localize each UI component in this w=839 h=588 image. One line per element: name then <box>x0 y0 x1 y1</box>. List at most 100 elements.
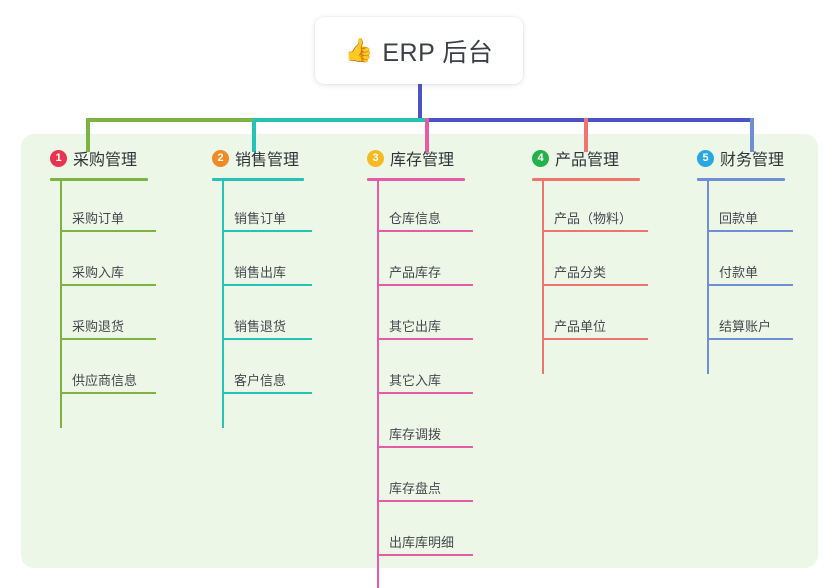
leaf-node-label: 仓库信息 <box>389 211 442 226</box>
drop-line-3 <box>425 118 429 152</box>
bus-segment-3 <box>425 118 753 122</box>
leaf-node-rule <box>707 284 793 286</box>
leaf-node-label: 产品（物料） <box>554 211 633 226</box>
branch-number-badge: 1 <box>50 149 67 167</box>
branch-title: 财务管理 <box>720 152 785 169</box>
leaf-node-label: 付款单 <box>719 265 759 280</box>
leaf-node-rule <box>377 284 473 286</box>
leaf-node[interactable]: 采购入库 <box>60 254 156 286</box>
branch-title: 库存管理 <box>390 152 455 169</box>
leaf-node[interactable]: 出库库明细 <box>377 524 473 556</box>
branch-header-4[interactable]: 4 产品管理 <box>530 146 619 170</box>
branch-header-rule <box>212 178 304 181</box>
leaf-node[interactable]: 产品库存 <box>377 254 473 286</box>
leaf-node[interactable]: 销售出库 <box>222 254 312 286</box>
bus-segment-2 <box>252 118 428 122</box>
leaf-node-rule <box>707 230 793 232</box>
leaf-node-label: 出库库明细 <box>389 535 455 550</box>
branch-number-badge: 3 <box>367 149 384 167</box>
leaf-node-rule <box>377 338 473 340</box>
leaf-node-label: 其它入库 <box>389 373 442 388</box>
leaf-node[interactable]: 供应商信息 <box>60 362 156 394</box>
branch-header-rule <box>50 178 148 181</box>
branch-column-2: 2 销售管理销售订单销售出库销售退货客户信息 <box>210 146 312 428</box>
leaf-node-label: 销售出库 <box>234 265 287 280</box>
leaf-node[interactable]: 客户信息 <box>222 362 312 394</box>
branch-header-rule <box>367 178 465 181</box>
leaf-node-rule <box>60 392 156 394</box>
leaf-node[interactable]: 产品单位 <box>542 308 648 340</box>
branch-number-badge: 5 <box>697 149 714 167</box>
leaf-node-label: 采购退货 <box>72 319 125 334</box>
leaf-node-label: 库存盘点 <box>389 481 442 496</box>
branch-header-1[interactable]: 1 采购管理 <box>48 146 137 170</box>
leaf-node-label: 回款单 <box>719 211 759 226</box>
leaf-node[interactable]: 采购退货 <box>60 308 156 340</box>
leaf-node-label: 销售订单 <box>234 211 287 226</box>
branch-number-badge: 4 <box>532 149 549 167</box>
leaf-node[interactable]: 产品分类 <box>542 254 648 286</box>
root-trunk-line <box>418 84 422 121</box>
leaf-node-label: 供应商信息 <box>72 373 138 388</box>
leaf-node-rule <box>222 230 312 232</box>
leaf-node[interactable]: 产品（物料） <box>542 200 648 232</box>
leaf-node[interactable]: 销售退货 <box>222 308 312 340</box>
leaf-node[interactable]: 结算账户 <box>707 308 793 340</box>
drop-line-4 <box>584 118 588 152</box>
leaf-node-label: 客户信息 <box>234 373 287 388</box>
leaf-node[interactable]: 付款单 <box>707 254 793 286</box>
drop-line-1 <box>86 118 90 152</box>
branch-header-rule <box>697 178 785 181</box>
branch-spine <box>377 180 379 588</box>
leaf-node-rule <box>60 338 156 340</box>
branch-title: 销售管理 <box>235 152 300 169</box>
leaf-node-label: 采购入库 <box>72 265 125 280</box>
leaf-node-rule <box>222 284 312 286</box>
leaf-node-rule <box>222 392 312 394</box>
leaf-node[interactable]: 仓库信息 <box>377 200 473 232</box>
leaf-node[interactable]: 库存盘点 <box>377 470 473 502</box>
leaf-node-label: 结算账户 <box>719 319 772 334</box>
leaf-node-label: 产品分类 <box>554 265 607 280</box>
branch-spine <box>60 180 62 428</box>
branch-spine <box>707 180 709 374</box>
leaf-node-rule <box>377 446 473 448</box>
leaf-node-rule <box>542 230 648 232</box>
drop-line-2 <box>252 118 256 152</box>
branch-header-5[interactable]: 5 财务管理 <box>695 146 784 170</box>
leaf-node[interactable]: 回款单 <box>707 200 793 232</box>
branch-number-badge: 2 <box>212 149 229 167</box>
root-node-title: ERP 后台 <box>382 38 494 67</box>
drop-line-5 <box>750 118 754 152</box>
branch-header-rule <box>532 178 640 181</box>
branch-title: 产品管理 <box>555 152 620 169</box>
branch-title: 采购管理 <box>73 152 138 169</box>
leaf-node-label: 采购订单 <box>72 211 125 226</box>
leaf-node-rule <box>377 500 473 502</box>
leaf-node-rule <box>377 392 473 394</box>
leaf-node-label: 产品库存 <box>389 265 442 280</box>
leaf-node-label: 产品单位 <box>554 319 607 334</box>
leaf-node-label: 其它出库 <box>389 319 442 334</box>
diagram-background-panel <box>21 134 818 568</box>
leaf-node[interactable]: 其它出库 <box>377 308 473 340</box>
branch-header-3[interactable]: 3 库存管理 <box>365 146 454 170</box>
branch-header-2[interactable]: 2 销售管理 <box>210 146 299 170</box>
branch-column-1: 1 采购管理采购订单采购入库采购退货供应商信息 <box>48 146 156 428</box>
leaf-node-rule <box>60 230 156 232</box>
leaf-node-rule <box>707 338 793 340</box>
leaf-node-label: 库存调拨 <box>389 427 442 442</box>
leaf-node-rule <box>222 338 312 340</box>
branch-column-5: 5 财务管理回款单付款单结算账户 <box>695 146 793 374</box>
leaf-node[interactable]: 库存调拨 <box>377 416 473 448</box>
leaf-node-rule <box>542 284 648 286</box>
leaf-node-rule <box>377 554 473 556</box>
leaf-node-label: 销售退货 <box>234 319 287 334</box>
leaf-node[interactable]: 销售订单 <box>222 200 312 232</box>
leaf-node[interactable]: 采购订单 <box>60 200 156 232</box>
leaf-node[interactable]: 其它入库 <box>377 362 473 394</box>
branch-spine <box>542 180 544 374</box>
leaf-node-rule <box>542 338 648 340</box>
root-node-card[interactable]: 👍 ERP 后台 <box>315 17 523 84</box>
